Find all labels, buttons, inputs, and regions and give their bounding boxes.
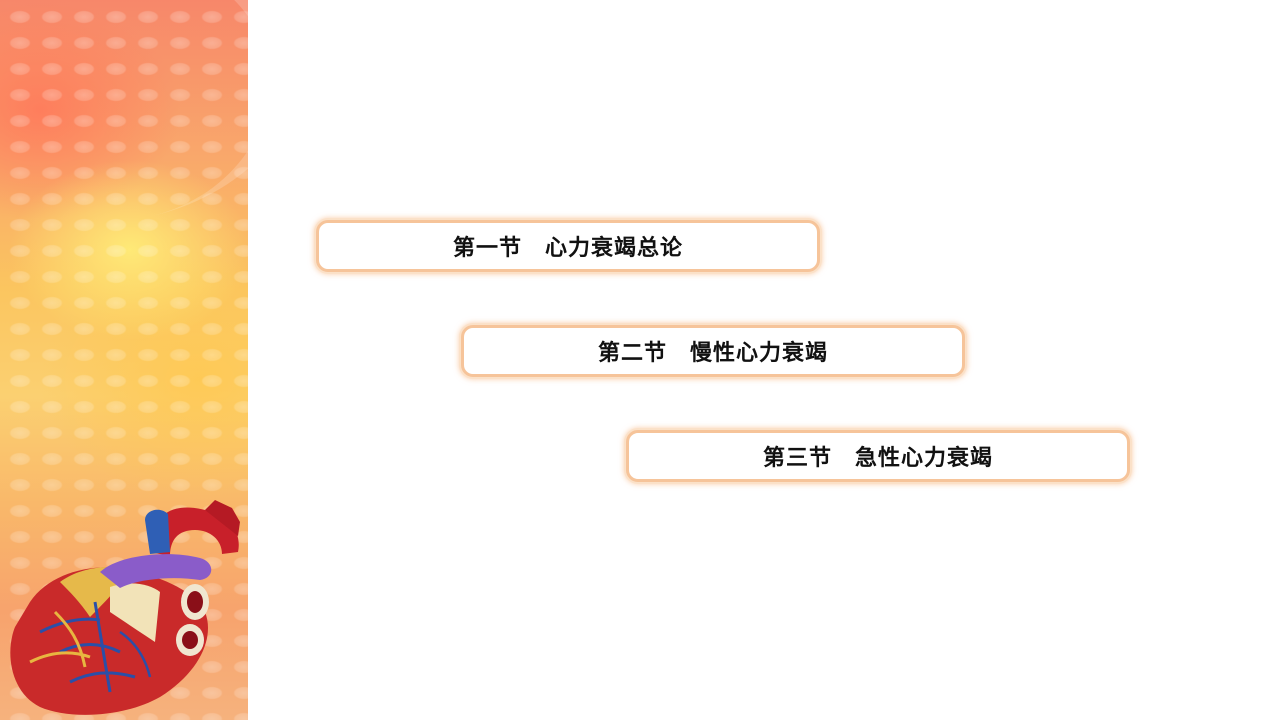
section-3-label: 第三节 急性心力衰竭 — [762, 445, 993, 471]
section-2-label: 第二节 慢性心力衰竭 — [597, 340, 828, 366]
section-2-button[interactable]: 第二节 慢性心力衰竭 — [461, 325, 965, 377]
section-3-button[interactable]: 第三节 急性心力衰竭 — [626, 430, 1130, 482]
heart-illustration-icon — [10, 500, 240, 715]
section-1-label: 第一节 心力衰竭总论 — [452, 235, 683, 261]
decorative-side-panel — [0, 0, 248, 720]
section-1-button[interactable]: 第一节 心力衰竭总论 — [316, 220, 820, 272]
